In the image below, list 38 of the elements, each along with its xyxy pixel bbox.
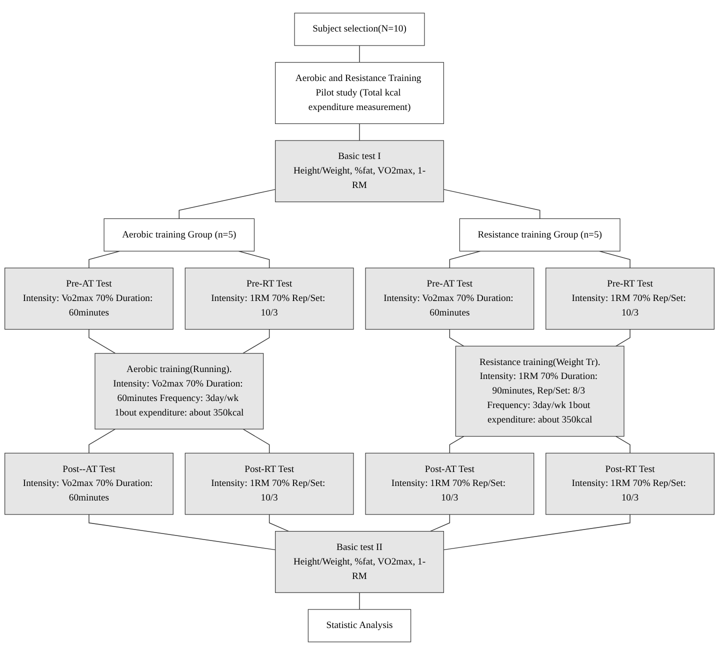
node-box: Resistance training Group (n=5) xyxy=(459,218,620,252)
node-box: Post-RT Test Intensity: 1RM 70% Rep/Set: 10/3 xyxy=(184,452,354,515)
node-box: Pre-RT Test Intensity: 1RM 70% Rep/Set: 10/3 xyxy=(184,268,354,330)
connector xyxy=(430,514,450,532)
connector xyxy=(88,428,116,454)
connector xyxy=(449,250,481,268)
node-box: Aerobic training(Running). Intensity: Vo2max 70% Duration: 60minutes Frequency: 3day/wk 1bout expenditure: about 350kcal xyxy=(94,353,264,430)
node-box: Pre-AT Test Intensity: Vo2max 70% Duration: 60minutes xyxy=(4,268,174,330)
connector xyxy=(268,514,290,532)
node-box: Post-AT Test Intensity: 1RM 70% Rep/Set: 10/3 xyxy=(365,452,534,515)
connector xyxy=(88,328,116,354)
connector xyxy=(443,189,540,220)
connector xyxy=(178,189,276,220)
node-box: Subject selection(N=10) xyxy=(294,12,425,46)
node-box: Aerobic and Resistance Training Pilot study (Total kcal expenditure measurement) xyxy=(275,62,444,124)
node-box: Pre-RT Test Intensity: 1RM 70% Rep/Set: 10/3 xyxy=(546,268,714,330)
connector xyxy=(598,250,630,268)
connector xyxy=(359,592,360,610)
connector xyxy=(615,328,630,346)
connector xyxy=(242,328,270,354)
node-box: Resistance training(Weight Tr). Intensity: 1RM 70% Duration: 90minutes, Rep/Set: 8/3 Frequency: 3day/wk 1bout expenditure: about 350kcal xyxy=(455,346,624,437)
connector xyxy=(88,250,120,268)
node-box: Aerobic training Group (n=5) xyxy=(104,218,255,252)
connector xyxy=(449,328,464,346)
connector xyxy=(615,436,630,454)
connector xyxy=(238,250,270,268)
connector xyxy=(443,514,630,550)
node-box: Basic test I Height/Weight, %fat, VO2max, 1-RM xyxy=(275,140,444,202)
node-box: Statistic Analysis xyxy=(308,609,412,642)
node-box: Post--AT Test Intensity: Vo2max 70% Duration: 60minutes xyxy=(4,452,174,515)
node-box: Post-RT Test Intensity: 1RM 70% Rep/Set: 10/3 xyxy=(546,452,714,515)
connector xyxy=(359,45,360,63)
node-box: Basic test II Height/Weight, %fat, VO2max, 1-RM xyxy=(275,531,444,593)
connector xyxy=(359,123,360,141)
connector xyxy=(449,436,464,454)
connector xyxy=(242,428,270,454)
node-box: Pre-AT Test Intensity: Vo2max 70% Duration: 60minutes xyxy=(365,268,534,330)
connector xyxy=(88,514,276,550)
